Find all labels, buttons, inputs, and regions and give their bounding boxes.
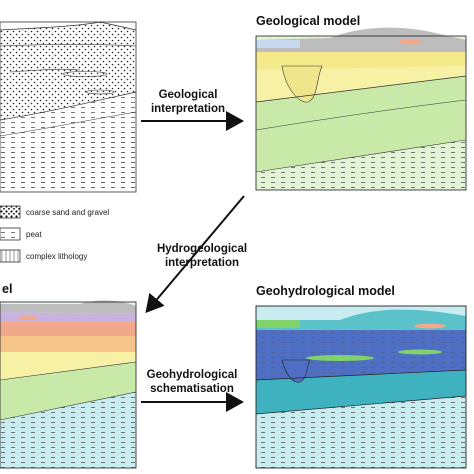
legend-label-complex-lithology: complex lithology bbox=[26, 252, 88, 261]
step-label-line: interpretation bbox=[150, 103, 226, 115]
step-label-line: Geological bbox=[158, 89, 218, 101]
coarse-sand-swatch bbox=[0, 205, 21, 219]
step-label-line: Hydrogeological bbox=[156, 243, 248, 255]
geohydrological-schematisation-label: Geohydrological schematisation bbox=[132, 368, 252, 396]
legend bbox=[0, 205, 21, 263]
peat-swatch bbox=[0, 227, 21, 241]
geohydrological-model-panel bbox=[255, 305, 467, 469]
complex-lithology-swatch bbox=[0, 249, 21, 263]
hydrogeological-model-title: el bbox=[2, 282, 13, 296]
geohydrological-model-title: Geohydrological model bbox=[256, 284, 395, 298]
legend-label-coarse-sand: coarse sand and gravel bbox=[26, 208, 110, 217]
step-label-line: interpretation bbox=[164, 257, 240, 269]
geological-interpretation-label: Geological interpretation bbox=[136, 88, 240, 116]
arrow-hydrogeological-interpretation bbox=[145, 195, 245, 314]
step-label-line: Geohydrological bbox=[146, 369, 238, 381]
geological-model-panel bbox=[255, 27, 467, 191]
hydrogeological-interpretation-label: Hydrogeological interpretation bbox=[132, 242, 272, 270]
legend-label-peat: peat bbox=[26, 230, 42, 239]
geological-model-title: Geological model bbox=[256, 14, 361, 28]
lithology-panel bbox=[0, 21, 137, 193]
hydrogeological-model-panel bbox=[0, 300, 137, 469]
step-label-line: schematisation bbox=[150, 383, 234, 395]
